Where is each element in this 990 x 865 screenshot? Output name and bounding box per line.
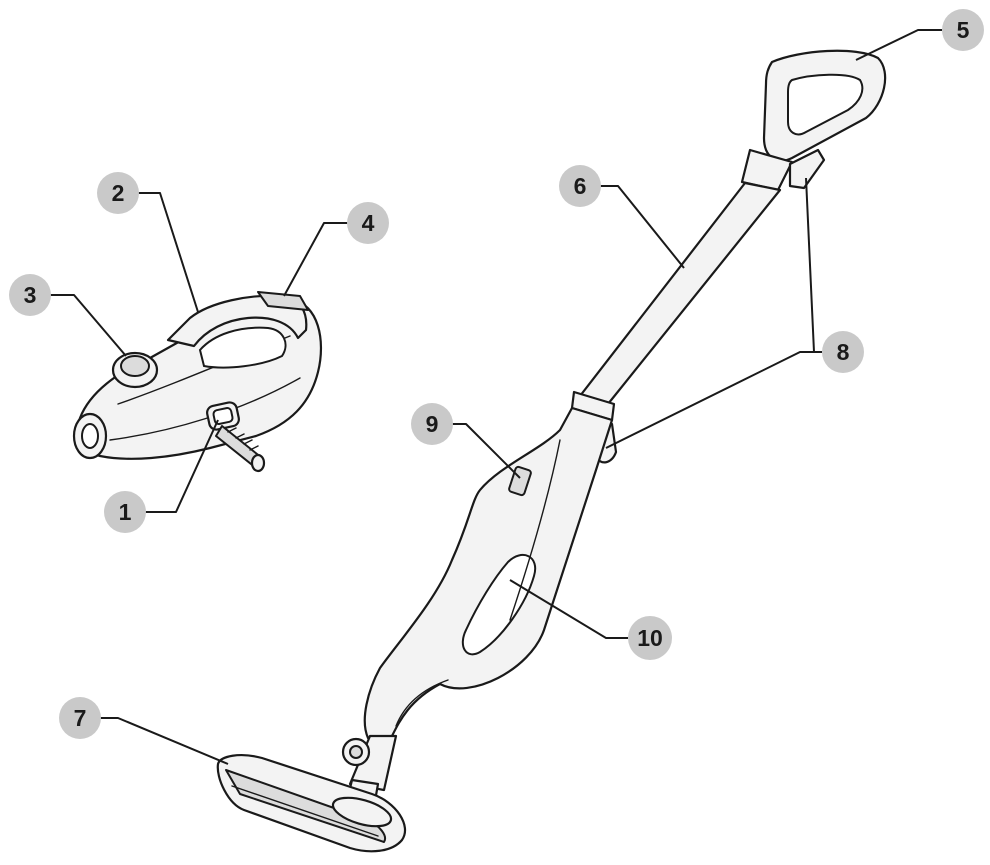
leader-5 <box>855 29 942 61</box>
leader-1 <box>145 419 219 513</box>
upright-steam-mop <box>216 49 887 853</box>
leader-6 <box>600 185 685 269</box>
leader-9 <box>452 423 521 479</box>
callout-1: 1 <box>104 491 146 533</box>
callout-2: 2 <box>97 172 139 214</box>
callout-10: 10 <box>628 616 672 660</box>
callout-4: 4 <box>347 202 389 244</box>
leader-10 <box>509 579 628 639</box>
callout-7: 7 <box>59 697 101 739</box>
leader-lines <box>50 29 942 765</box>
leader-3 <box>50 294 127 357</box>
handheld-steamer <box>72 291 322 473</box>
callout-9: 9 <box>411 403 453 445</box>
callout-2-label: 2 <box>112 180 125 206</box>
callout-5-label: 5 <box>957 17 970 43</box>
callout-6: 6 <box>559 165 601 207</box>
leader-8a <box>805 177 822 353</box>
callout-7-label: 7 <box>74 705 87 731</box>
callout-3: 3 <box>9 274 51 316</box>
callout-8-label: 8 <box>837 339 850 365</box>
callout-8: 8 <box>822 331 864 373</box>
leader-7 <box>100 717 229 765</box>
callout-5: 5 <box>942 9 984 51</box>
callout-10-label: 10 <box>637 625 663 651</box>
callout-4-label: 4 <box>362 210 375 236</box>
callout-6-label: 6 <box>574 173 587 199</box>
leader-4 <box>283 222 348 297</box>
callout-9-label: 9 <box>426 411 439 437</box>
callout-3-label: 3 <box>24 282 37 308</box>
leader-2 <box>138 192 199 313</box>
leader-8b <box>605 351 822 449</box>
callout-1-label: 1 <box>119 499 132 525</box>
